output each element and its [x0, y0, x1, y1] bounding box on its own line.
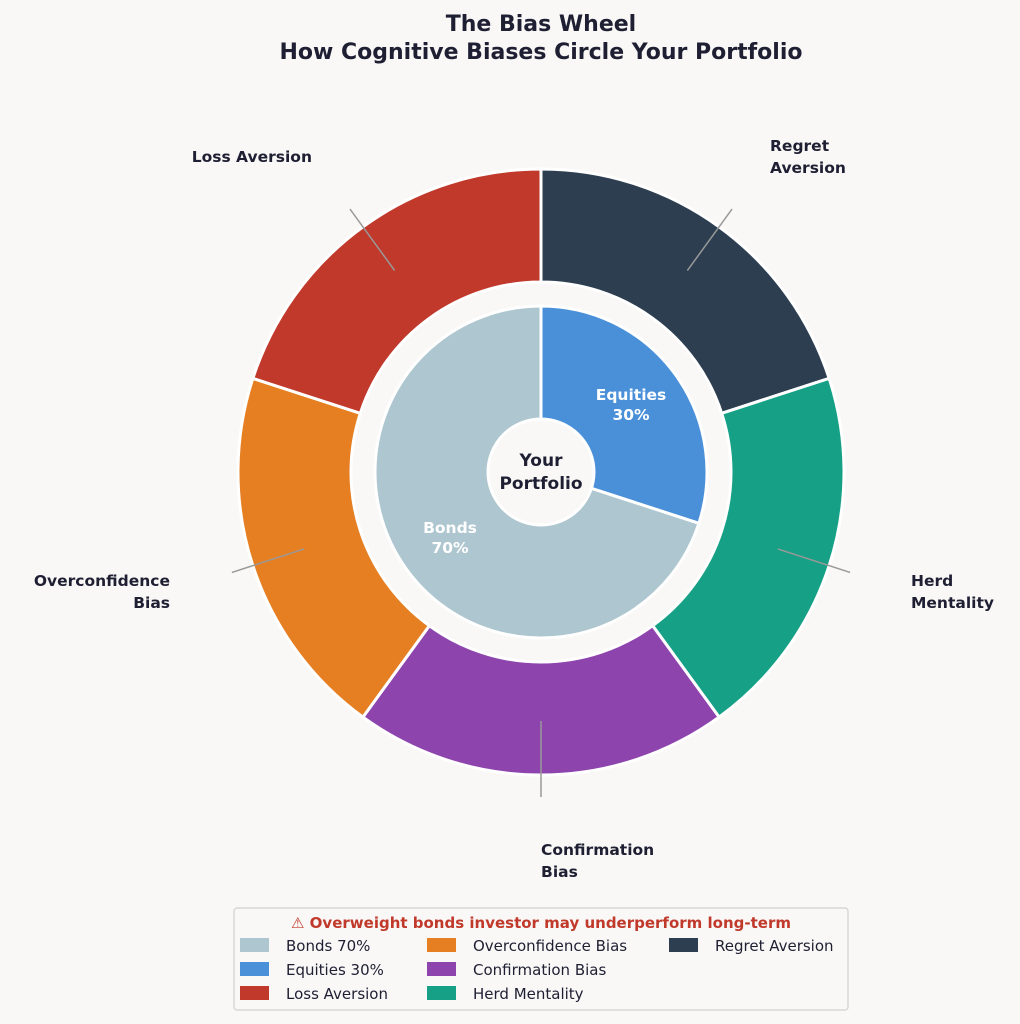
outer-label-confirmation-bias: Confirmation: [541, 841, 654, 859]
legend: ⚠ Overweight bonds investor may underper…: [233, 907, 849, 1011]
outer-label-confirmation-bias: Bias: [541, 863, 578, 881]
leader-line-loss-aversion: [349, 208, 396, 271]
legend-label-overconfidence-bias: Overconfidence Bias: [473, 937, 627, 955]
outer-label-regret-aversion: Regret: [770, 137, 830, 155]
legend-swatch-equities-30-: [240, 962, 269, 976]
outer-label-herd-mentality: Herd: [911, 572, 953, 590]
chart-title-line-1: The Bias Wheel: [446, 12, 636, 37]
center-label-line-1: Your: [519, 451, 564, 471]
outer-label-overconfidence-bias: Overconfidence: [34, 572, 170, 590]
chart-title-line-2: How Cognitive Biases Circle Your Portfol…: [279, 40, 802, 65]
leader-line-overconfidence-bias: [231, 548, 305, 574]
outer-slice-herd-mentality: [650, 376, 846, 720]
outer-label-regret-aversion: Aversion: [770, 159, 846, 177]
outer-slice-loss-aversion: [250, 167, 543, 416]
outer-label-overconfidence-bias: Bias: [133, 594, 170, 612]
legend-label-loss-aversion: Loss Aversion: [286, 985, 388, 1003]
inner-label-bonds: Bonds: [423, 519, 477, 537]
legend-swatch-confirmation-bias: [427, 962, 456, 976]
outer-slice-confirmation-bias: [360, 623, 722, 777]
leader-line-herd-mentality: [777, 548, 851, 574]
legend-box: [233, 907, 849, 1011]
legend-swatch-bonds-70-: [240, 938, 269, 952]
outer-label-herd-mentality: Mentality: [911, 594, 994, 612]
legend-label-confirmation-bias: Confirmation Bias: [473, 961, 606, 979]
outer-slice-overconfidence-bias: [236, 376, 432, 720]
legend-swatch-herd-mentality: [427, 986, 456, 1000]
legend-label-herd-mentality: Herd Mentality: [473, 985, 584, 1003]
inner-label-bonds: 70%: [431, 539, 469, 557]
legend-label-equities-30-: Equities 30%: [286, 961, 384, 979]
legend-swatch-regret-aversion: [669, 938, 698, 952]
inner-label-equities: Equities: [596, 386, 667, 404]
outer-slice-regret-aversion: [539, 167, 832, 416]
outer-label-loss-aversion: Loss Aversion: [192, 148, 312, 166]
outer-labels: RegretAversionHerdMentalityConfirmationB…: [34, 137, 994, 881]
legend-label-bonds-70-: Bonds 70%: [286, 937, 370, 955]
legend-swatch-loss-aversion: [240, 986, 269, 1000]
center-label-line-2: Portfolio: [499, 474, 582, 494]
inner-label-equities: 30%: [612, 406, 650, 424]
leader-line-regret-aversion: [686, 208, 733, 271]
legend-swatch-overconfidence-bias: [427, 938, 456, 952]
outer-ring: [236, 167, 846, 777]
center-hole: [486, 417, 596, 527]
legend-warning-title: ⚠ Overweight bonds investor may underper…: [291, 914, 791, 932]
legend-label-regret-aversion: Regret Aversion: [715, 937, 834, 955]
